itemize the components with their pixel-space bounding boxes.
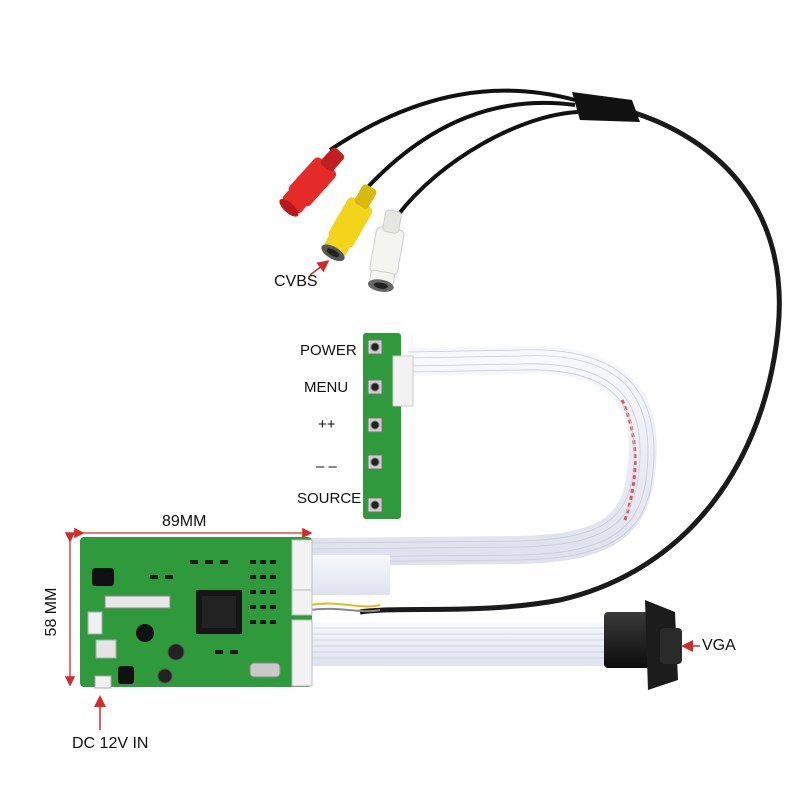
cvbs-arrow bbox=[309, 260, 330, 276]
rca-white-plug bbox=[367, 209, 405, 292]
vga-connector bbox=[604, 600, 682, 690]
rca-red-plug bbox=[279, 147, 345, 217]
key-control-board bbox=[363, 333, 414, 519]
menu-key-label: MENU bbox=[304, 379, 349, 396]
ribbon-vga-cable bbox=[310, 622, 608, 666]
plus-key-label: ++ bbox=[318, 416, 336, 433]
rca-yellow-plug bbox=[321, 184, 377, 262]
vga-label: VGA bbox=[702, 637, 736, 654]
dc-in-label: DC 12V IN bbox=[72, 735, 149, 752]
height-dimension-label: 58 MM bbox=[43, 587, 60, 637]
minus-key-label: – – bbox=[316, 458, 337, 475]
width-dimension-label: 89MM bbox=[162, 513, 207, 530]
power-key-label: POWER bbox=[300, 342, 357, 359]
main-driver-board bbox=[80, 537, 313, 689]
source-key-label: SOURCE bbox=[297, 490, 362, 507]
ribbon-key-cable bbox=[309, 345, 657, 566]
black-cable bbox=[359, 109, 782, 615]
cvbs-label: CVBS bbox=[274, 273, 318, 290]
cable-splitter bbox=[572, 92, 640, 122]
